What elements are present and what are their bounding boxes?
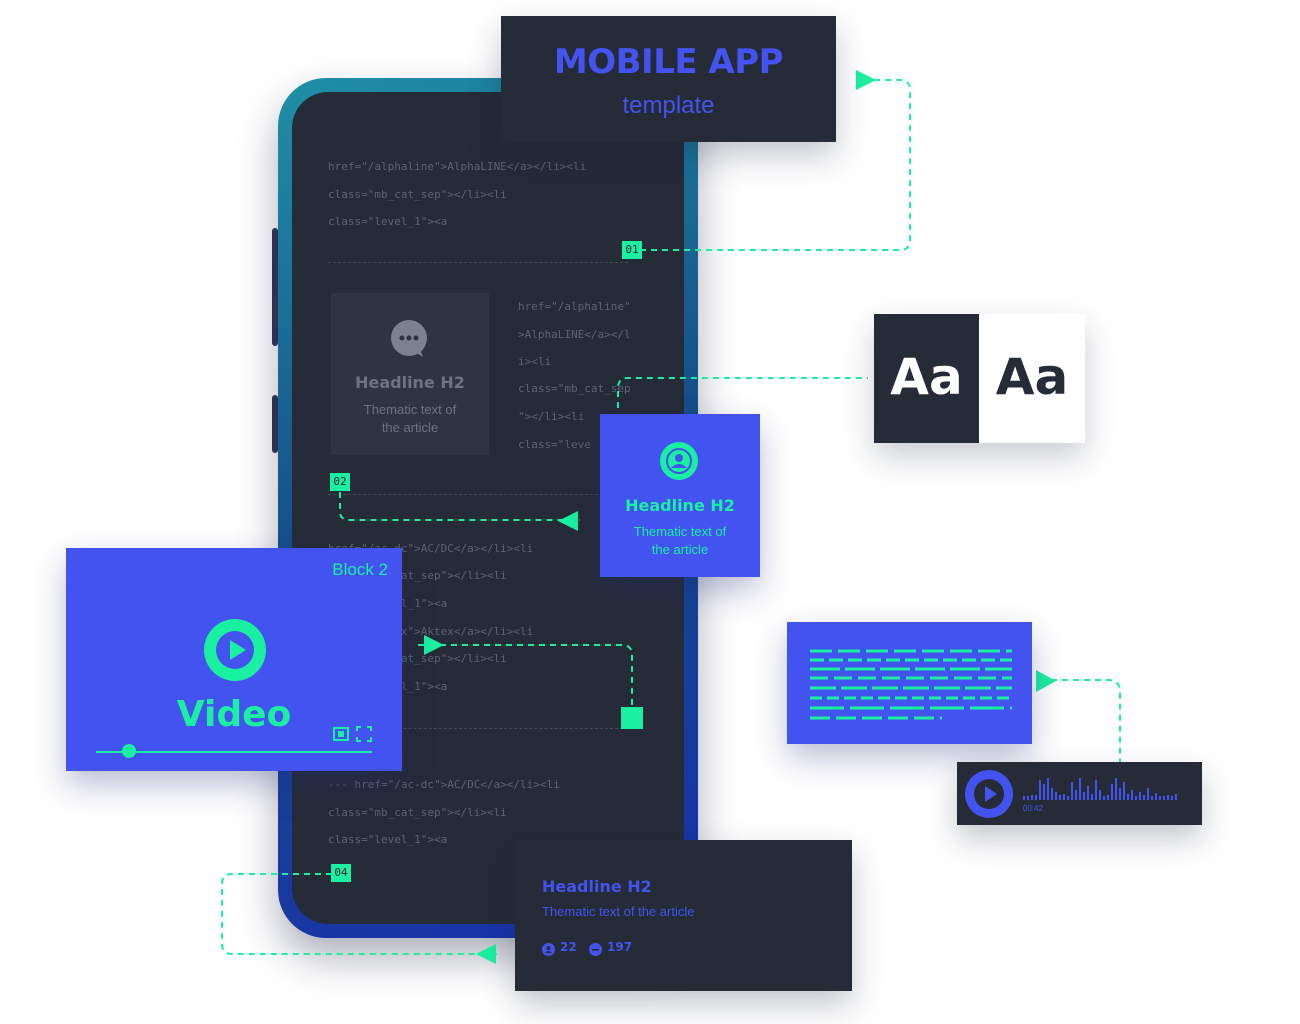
- title-card-subtitle: template: [622, 92, 715, 119]
- like-count: 22: [560, 940, 577, 954]
- audio-play-icon[interactable]: [964, 769, 1014, 819]
- typography-card: Aa Aa: [874, 314, 1085, 443]
- comment-count: 197: [607, 940, 633, 954]
- code-line: class="mb_cat_sep"></li><li: [328, 806, 507, 819]
- blue-headline-card: Headline H2 Thematic text of the article: [600, 414, 760, 577]
- ghost-card-text: the article: [381, 420, 439, 435]
- article-text: Thematic text of the article: [542, 904, 695, 919]
- code-line: class="level_1"><a: [328, 833, 448, 846]
- code-line: class="leve: [518, 438, 591, 451]
- title-card: MOBILE APP template: [501, 16, 836, 142]
- font-sample-dark: Aa: [890, 348, 963, 406]
- blue-card-text: Thematic text of: [633, 524, 727, 539]
- comment-icon[interactable]: [589, 941, 602, 956]
- blue-card-title: Headline H2: [625, 496, 735, 515]
- like-icon[interactable]: [542, 941, 555, 956]
- divider: [328, 494, 628, 495]
- typography-light-half: Aa: [979, 314, 1085, 443]
- title-card-heading: MOBILE APP: [553, 42, 784, 82]
- text-lines-graphic: [810, 649, 1012, 720]
- step-badge-04: 04: [331, 864, 351, 882]
- code-line: href="/alphaline">AlphaLINE</a></li><li: [328, 160, 587, 173]
- ghost-card-text: Thematic text of: [363, 402, 457, 417]
- subtitles-icon[interactable]: [333, 726, 349, 741]
- code-line: class="mb_cat_sep"></li><li: [328, 188, 507, 201]
- code-line: i><li: [518, 355, 552, 368]
- chat-bubble-icon: [389, 319, 429, 359]
- user-circle-icon: [659, 441, 699, 481]
- audio-player-card: 00:42: [957, 762, 1202, 825]
- code-line: --- href="/ac-dc">AC/DC</a></li><li: [328, 778, 560, 791]
- play-icon[interactable]: [203, 618, 267, 682]
- step-badge-01: 01: [622, 241, 642, 259]
- code-line: class="level_1"><a: [328, 215, 448, 228]
- audio-time: 00:42: [1023, 804, 1044, 813]
- code-line: href="/alphaline": [518, 300, 631, 313]
- font-sample-light: Aa: [995, 348, 1069, 406]
- typography-dark-half: Aa: [874, 314, 979, 443]
- step-badge-02: 02: [330, 473, 350, 491]
- video-block-label: Block 2: [332, 560, 388, 579]
- code-line: >AlphaLINE</a></l: [518, 328, 631, 341]
- divider: [328, 262, 628, 263]
- divider: [328, 728, 628, 729]
- video-card[interactable]: Block 2 Video: [66, 548, 402, 771]
- video-progress-handle[interactable]: [122, 744, 137, 758]
- ghost-card: Headline H2 Thematic text of the article: [331, 293, 489, 455]
- text-block-card: [787, 622, 1032, 744]
- phone-side-button: [272, 395, 278, 453]
- video-title: Video: [176, 694, 292, 735]
- blue-card-text: the article: [651, 542, 709, 557]
- video-progress-track[interactable]: [96, 751, 372, 753]
- article-card: Headline H2 Thematic text of the article…: [515, 840, 852, 991]
- phone-side-button: [272, 228, 278, 346]
- ghost-card-title: Headline H2: [355, 373, 465, 392]
- code-line: class="mb_cat_sep: [518, 382, 631, 395]
- audio-waveform: [1023, 778, 1177, 800]
- code-line: "></li><li: [518, 410, 585, 423]
- fullscreen-icon[interactable]: [356, 726, 372, 742]
- article-title: Headline H2: [542, 877, 652, 896]
